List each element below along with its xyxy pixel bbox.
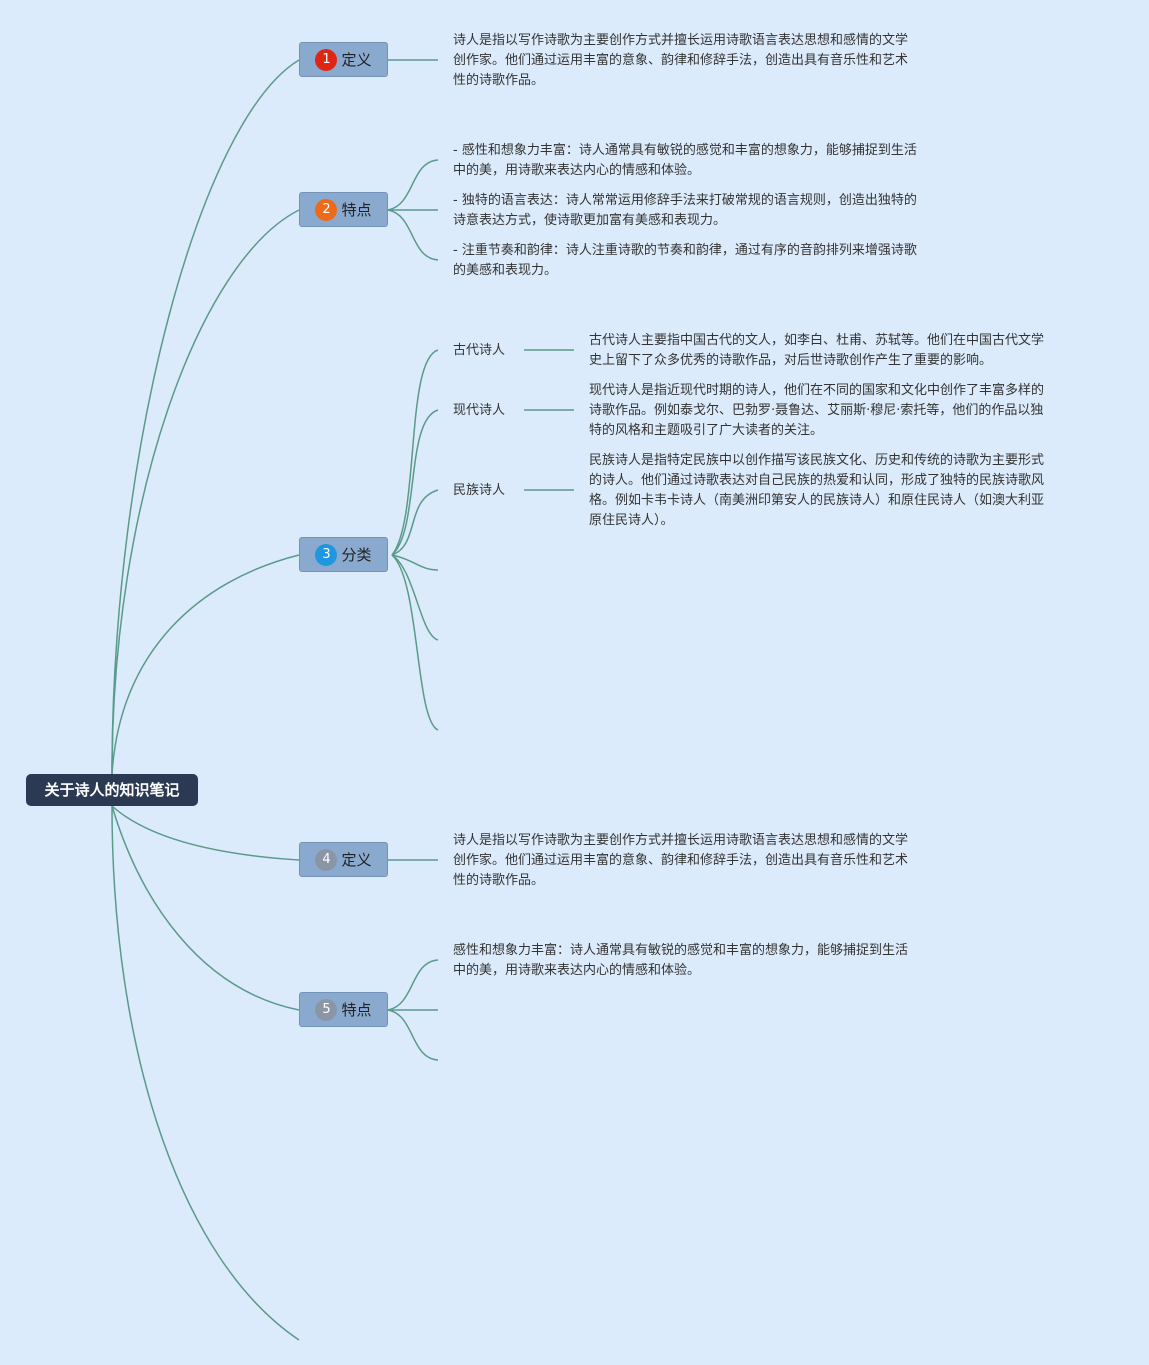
feature-text-1[interactable]: - 感性和想象力丰富：诗人通常具有敏锐的感觉和丰富的想象力，能够捕捉到生活 中的… (453, 141, 917, 181)
text-line: - 注重节奏和韵律：诗人注重诗歌的节奏和韵律，通过有序的音韵排列来增强诗歌 (453, 243, 917, 258)
text-line: - 感性和想象力丰富：诗人通常具有敏锐的感觉和丰富的想象力，能够捕捉到生活 (453, 143, 917, 158)
text-line: 的美感和表现力。 (453, 263, 558, 278)
text-line: 创作家。他们通过运用丰富的意象、韵律和修辞手法，创造出具有音乐性和艺术 (453, 853, 909, 868)
category-ethnic-desc[interactable]: 民族诗人是指特定民族中以创作描写该民族文化、历史和传统的诗歌为主要形式 的诗人。… (589, 451, 1044, 531)
definition-text-2[interactable]: 诗人是指以写作诗歌为主要创作方式并擅长运用诗歌语言表达思想和感情的文学 创作家。… (453, 831, 908, 891)
text-line: 现代诗人是指近现代时期的诗人，他们在不同的国家和文化中创作了丰富多样的 (589, 383, 1045, 398)
feature-text-2[interactable]: - 独特的语言表达：诗人常常运用修辞手法来打破常规的语言规则，创造出独特的 诗意… (453, 191, 917, 231)
topic-5-to-feature-1 (387, 959, 439, 1011)
root-topic[interactable]: 关于诗人的知识笔记 (26, 774, 198, 806)
topic-definition-1[interactable]: 1 定义 (299, 42, 388, 77)
topic-label: 特点 (341, 1001, 372, 1019)
topic-5-to-empty-2 (387, 1009, 439, 1061)
topic-2-to-feature-1 (387, 159, 439, 211)
text-line: 性的诗歌作品。 (453, 873, 545, 888)
topic-3-to-category-3 (391, 489, 439, 556)
topic-3-to-category-2 (391, 409, 439, 556)
topic-categories[interactable]: 3 分类 (299, 537, 388, 572)
text-line: 原住民诗人）。 (589, 513, 674, 528)
category-modern-desc[interactable]: 现代诗人是指近现代时期的诗人，他们在不同的国家和文化中创作了丰富多样的 诗歌作品… (589, 381, 1044, 441)
number-2-icon: 2 (315, 198, 338, 221)
topic-3-to-category-1 (391, 349, 439, 556)
number-1-icon: 1 (315, 48, 338, 71)
topic-3-to-empty-2 (391, 554, 439, 641)
root-to-topic-5 (111, 805, 300, 1011)
feature-text-3[interactable]: - 注重节奏和韵律：诗人注重诗歌的节奏和韵律，通过有序的音韵排列来增强诗歌 的美… (453, 241, 917, 281)
category-ethnic-poets[interactable]: 民族诗人 (453, 483, 506, 498)
category-ancient-poets[interactable]: 古代诗人 (453, 343, 506, 358)
text-line: 中的美，用诗歌来表达内心的情感和体验。 (453, 963, 701, 978)
text-line: 诗人是指以写作诗歌为主要创作方式并擅长运用诗歌语言表达思想和感情的文学 (453, 33, 909, 48)
text-line: 诗歌作品。例如泰戈尔、巴勃罗·聂鲁达、艾丽斯·穆尼·索托等，他们的作品以独 (589, 403, 1044, 418)
text-line: 史上留下了众多优秀的诗歌作品，对后世诗歌创作产生了重要的影响。 (589, 353, 993, 368)
topic-features-1[interactable]: 2 特点 (299, 192, 388, 227)
definition-text-1[interactable]: 诗人是指以写作诗歌为主要创作方式并擅长运用诗歌语言表达思想和感情的文学 创作家。… (453, 31, 908, 91)
root-to-bottom (111, 805, 300, 1341)
text-line: 诗人是指以写作诗歌为主要创作方式并擅长运用诗歌语言表达思想和感情的文学 (453, 833, 909, 848)
topic-label: 分类 (341, 546, 372, 564)
text-line: 的诗人。他们通过诗歌表达对自己民族的热爱和认同，形成了独特的民族诗歌风 (589, 473, 1045, 488)
root-to-topic-4 (111, 805, 300, 861)
root-to-topic-2 (111, 209, 300, 775)
number-5-icon: 5 (315, 998, 338, 1021)
number-3-icon: 3 (315, 543, 338, 566)
topic-definition-2[interactable]: 4 定义 (299, 842, 388, 877)
text-line: 民族诗人是指特定民族中以创作描写该民族文化、历史和传统的诗歌为主要形式 (589, 453, 1045, 468)
feature-text-4[interactable]: 感性和想象力丰富：诗人通常具有敏锐的感觉和丰富的想象力，能够捕捉到生活 中的美，… (453, 941, 908, 981)
category-modern-poets[interactable]: 现代诗人 (453, 403, 506, 418)
text-line: 创作家。他们通过运用丰富的意象、韵律和修辞手法，创造出具有音乐性和艺术 (453, 53, 909, 68)
topic-features-2[interactable]: 5 特点 (299, 992, 388, 1027)
text-line: 特的风格和主题吸引了广大读者的关注。 (589, 423, 824, 438)
text-line: 性的诗歌作品。 (453, 73, 545, 88)
text-line: 中的美，用诗歌来表达内心的情感和体验。 (453, 163, 701, 178)
text-line: - 独特的语言表达：诗人常常运用修辞手法来打破常规的语言规则，创造出独特的 (453, 193, 917, 208)
topic-3-to-empty-3 (391, 554, 439, 731)
number-4-icon: 4 (315, 848, 338, 871)
topic-3-to-empty-1 (391, 554, 439, 571)
topic-label: 定义 (341, 851, 372, 869)
topic-label: 定义 (341, 51, 372, 69)
topic-label: 特点 (341, 201, 372, 219)
text-line: 感性和想象力丰富：诗人通常具有敏锐的感觉和丰富的想象力，能够捕捉到生活 (453, 943, 909, 958)
topic-2-to-feature-3 (387, 209, 439, 261)
text-line: 古代诗人主要指中国古代的文人，如李白、杜甫、苏轼等。他们在中国古代文学 (589, 333, 1045, 348)
text-line: 格。例如卡韦卡诗人（南美洲印第安人的民族诗人）和原住民诗人（如澳大利亚 (589, 493, 1045, 508)
text-line: 诗意表达方式，使诗歌更加富有美感和表现力。 (453, 213, 727, 228)
root-to-topic-1 (111, 59, 300, 775)
root-to-topic-3 (111, 554, 300, 775)
category-ancient-desc[interactable]: 古代诗人主要指中国古代的文人，如李白、杜甫、苏轼等。他们在中国古代文学 史上留下… (589, 331, 1044, 371)
